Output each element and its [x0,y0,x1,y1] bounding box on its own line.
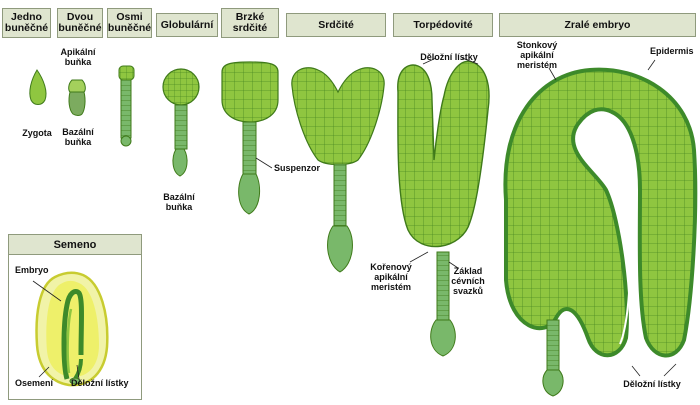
seed-label-embryo: Embryo [15,265,49,275]
stage-header-globularni: Globulární [156,13,218,37]
two-cell-embryo [68,79,86,93]
seed-label-delozni: Děložní lístky [71,378,129,388]
label-zygota: Zygota [22,128,52,138]
label-zaklad: Základ cévních svazků [451,266,485,296]
label-apikalni: Apikální buňka [60,47,96,67]
stage-header-srdcite: Srdčité [286,13,386,37]
stage-header-dvou: Dvou buněčné [57,8,103,38]
stage-header-zrale: Zralé embryo [499,13,696,37]
seed-label-osemeni: Osemení [15,378,54,388]
stage-header-jedno: Jedno buněčné [2,8,51,38]
label-bazalni-2: Bazální buňka [163,192,195,212]
label-stonkovy: Stonkový apikální meristém [516,40,558,70]
stage-header-brzke: Brzké srdčité [221,8,279,38]
seed-title: Semeno [9,235,141,255]
stage-header-osmi: Osmi buněčné [107,8,152,38]
label-suspenzor: Suspenzor [274,163,321,173]
label-epidermis: Epidermis [650,46,694,56]
seed-illustration [32,271,109,387]
label-bazalni-1: Bazální buňka [62,127,94,147]
label-delozni-torp: Děložní lístky [420,52,478,62]
stage-header-torpedovite: Torpédovité [393,13,493,37]
zygote-cell [29,69,47,105]
label-korenovy: Kořenový apikální meristém [370,262,412,292]
label-delozni-zrale: Děložní lístky [623,379,681,389]
seed-inset: Semeno Embryo Osemení Děložní lístky [8,234,142,400]
